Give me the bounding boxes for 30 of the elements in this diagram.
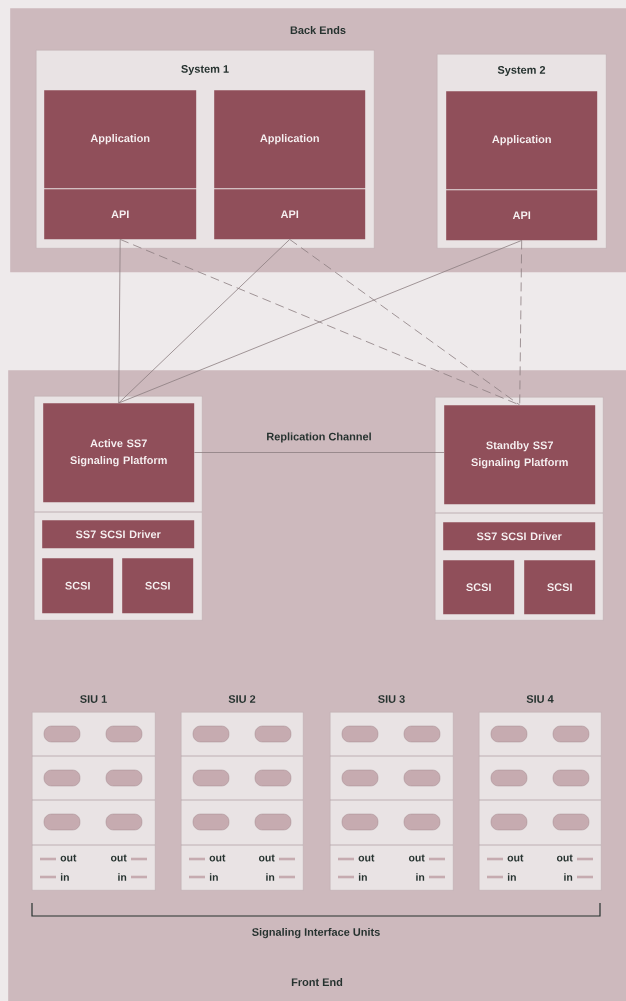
component-box: Standby SS7 Signaling Platform [444, 405, 596, 505]
interface-unit: SIU 2 out out in in [180, 695, 304, 891]
node-label: API [512, 211, 531, 219]
node-label: Application [90, 134, 150, 145]
component-box: SCSI [524, 560, 596, 615]
component-box: Application [44, 90, 197, 189]
component-box: SCSI [122, 558, 194, 614]
component-box: SCSI [443, 560, 515, 615]
connector-line [194, 452, 445, 453]
connector-line [118, 239, 291, 404]
connector-line [118, 239, 121, 404]
interface-unit: SIU 3 out out in in [329, 695, 454, 891]
group-label: Signaling Interface Units [252, 927, 380, 939]
component-box: Application [446, 91, 598, 190]
connector-line [519, 240, 523, 406]
component-box: API [214, 189, 366, 240]
node-label: Application [492, 135, 551, 146]
component-box: API [44, 189, 197, 240]
component-box: Active SS7 Signaling Platform [43, 403, 195, 503]
node-label: Application [260, 134, 319, 145]
interface-unit: SIU 4 out out in in [478, 695, 602, 891]
node-label: API [111, 210, 129, 218]
connector-line [289, 239, 521, 406]
component-box: API [446, 190, 598, 241]
node-label: API [280, 210, 299, 218]
component-box: Application [214, 90, 366, 189]
interface-unit: SIU 1 out out in in [31, 695, 156, 891]
component-box: SCSI [42, 558, 114, 614]
component-box: SS7 SCSI Driver [443, 522, 596, 551]
component-box: SS7 SCSI Driver [42, 520, 195, 549]
